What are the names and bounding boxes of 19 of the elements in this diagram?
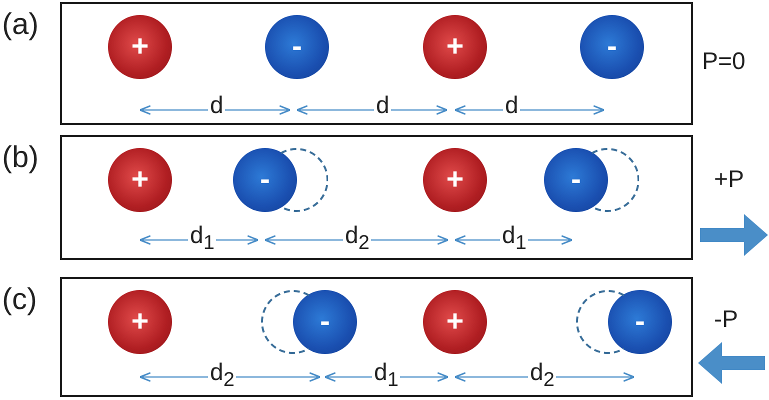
cation-sphere: + <box>423 15 487 79</box>
anion-sphere: - <box>544 148 608 212</box>
dimension-label: d <box>503 96 520 116</box>
dimension-label: d <box>374 96 392 116</box>
panel-label: (c) <box>2 285 37 315</box>
dimension-label: d <box>208 96 226 116</box>
cation-sphere: + <box>108 15 172 79</box>
cation-sphere: + <box>423 290 487 354</box>
panel-label: (a) <box>2 10 39 40</box>
polarization-label: -P <box>712 310 740 330</box>
cation-sphere: + <box>108 148 172 212</box>
anion-sphere: - <box>608 290 672 354</box>
anion-sphere: - <box>265 15 329 79</box>
anion-sphere: - <box>293 290 357 354</box>
cation-sphere: + <box>423 148 487 212</box>
panel-label: (b) <box>2 143 39 173</box>
anion-sphere: - <box>233 148 297 212</box>
anion-sphere: - <box>580 15 644 79</box>
cation-sphere: + <box>108 290 172 354</box>
